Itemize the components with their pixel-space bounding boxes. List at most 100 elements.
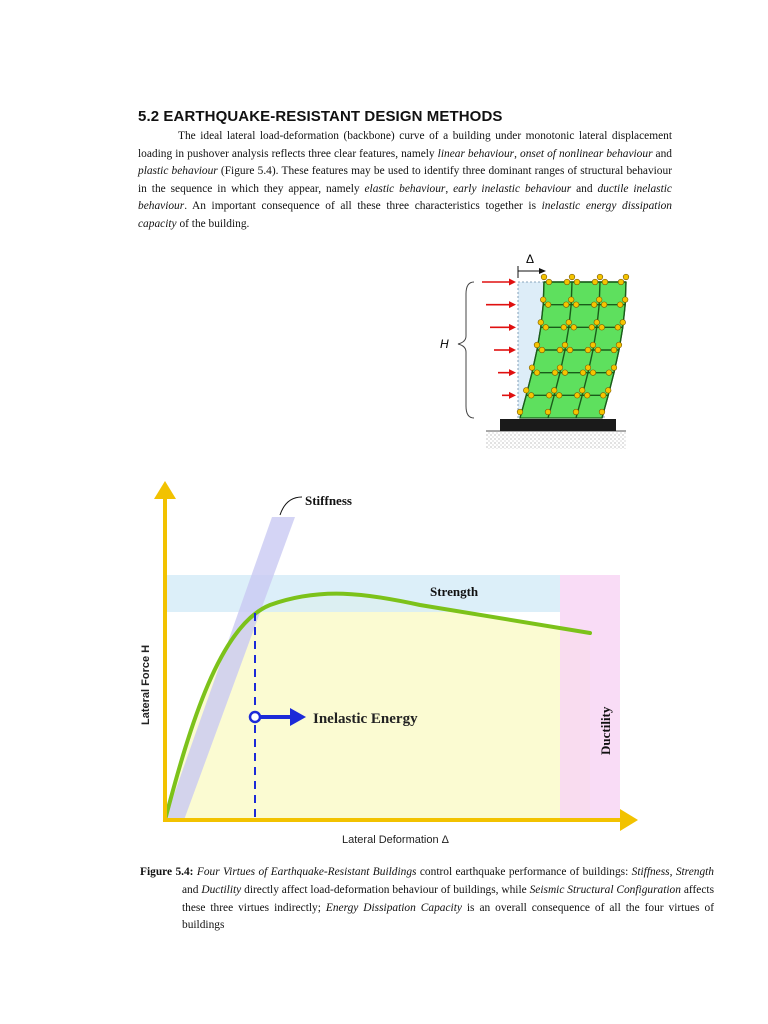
plastic-hinge — [589, 369, 597, 376]
plastic-hinge — [573, 278, 581, 286]
plastic-hinge — [551, 369, 559, 376]
caption-run: affects these three virtues indirectly; — [182, 883, 714, 914]
plastic-hinge — [589, 341, 597, 349]
load-arrow-head — [509, 391, 516, 399]
plastic-hinge — [574, 392, 581, 399]
paragraph-run: inelastic energy dissipation capacity — [138, 200, 673, 230]
plastic-hinge — [556, 392, 563, 399]
plastic-hinge — [544, 408, 552, 416]
figure-caption: Figure 5.4: Four Virtues of Earthquake-R… — [140, 864, 714, 935]
plastic-hinge — [533, 341, 541, 349]
caption-run: Stiffness, Strength — [631, 866, 715, 878]
plastic-hinge — [610, 346, 618, 354]
plastic-hinge — [594, 346, 602, 354]
plastic-hinge — [568, 296, 575, 303]
body-paragraph: The ideal lateral load-deformation (back… — [138, 128, 672, 234]
plastic-hinge — [598, 324, 605, 331]
plastic-hinge — [579, 369, 587, 376]
plastic-hinge — [560, 324, 567, 331]
plastic-hinge — [605, 387, 612, 394]
section-heading: 5.2 EARTHQUAKE-RESISTANT DESIGN METHODS — [138, 108, 503, 125]
paragraph-run: , — [514, 147, 520, 160]
plastic-hinge — [614, 324, 621, 331]
paragraph-run: (Figure 5.4). These features may be used… — [138, 165, 672, 195]
plastic-hinge — [572, 408, 580, 416]
plastic-hinge — [584, 364, 592, 371]
caption-run: and — [182, 883, 202, 896]
plastic-hinge — [568, 273, 576, 281]
energy-area — [165, 593, 590, 820]
caption-run: control earthquake performance of buildi… — [416, 866, 632, 878]
plastic-hinge — [556, 346, 564, 354]
caption-run: directly affect load-deformation behavio… — [241, 883, 530, 896]
plastic-hinge — [537, 319, 544, 326]
paragraph-run: ductile inelastic behaviour — [138, 182, 672, 213]
plastic-hinge — [542, 324, 549, 331]
y-axis-label: Lateral Force H — [140, 645, 152, 725]
plastic-hinge — [546, 392, 553, 399]
load-arrow-head — [509, 369, 516, 377]
paragraph-run: elastic behaviour — [364, 182, 446, 195]
plastic-hinge — [596, 273, 604, 281]
plastic-hinge — [596, 296, 603, 303]
energy-arrow-head — [290, 708, 306, 726]
stiffness-label: Stiffness — [305, 493, 352, 508]
plastic-hinge — [591, 278, 599, 286]
paragraph-run: plastic behaviour — [138, 165, 218, 178]
plastic-hinge — [561, 341, 569, 349]
load-arrow-head — [509, 323, 516, 331]
paragraph-run: of the building. — [176, 217, 250, 230]
y-axis-arrow — [154, 481, 176, 499]
plastic-hinge — [563, 278, 571, 286]
plastic-hinge — [545, 278, 553, 286]
energy-label: Inelastic Energy — [313, 711, 418, 727]
plastic-hinge — [622, 273, 630, 281]
paragraph-run: onset of nonlinear behaviour — [520, 147, 653, 160]
foundation — [500, 419, 616, 431]
plastic-hinge — [617, 278, 625, 286]
load-arrow-head — [509, 346, 516, 354]
load-arrow-head — [509, 278, 516, 286]
plastic-hinge — [540, 296, 547, 303]
caption-run: Seismic Structural Configuration — [529, 883, 681, 896]
ductility-label: Ductility — [598, 706, 613, 755]
plastic-hinge — [598, 408, 606, 416]
paragraph-run: and — [652, 147, 673, 160]
plastic-hinge — [528, 364, 536, 371]
plastic-hinge — [570, 324, 577, 331]
plastic-hinge — [551, 387, 558, 394]
caption-label: Figure 5.4: — [140, 866, 194, 878]
plastic-hinge — [561, 369, 569, 376]
plastic-hinge — [528, 392, 535, 399]
plastic-hinge — [605, 369, 613, 376]
paragraph-run: The ideal lateral load-deformation (back… — [138, 130, 672, 160]
paragraph-run: early inelastic behaviour — [453, 182, 572, 195]
plastic-hinge — [565, 319, 572, 326]
plastic-hinge — [540, 273, 548, 281]
paragraph-run: linear behaviour — [437, 147, 515, 160]
caption-run: Four Virtues of Earthquake-Resistant Bui… — [196, 866, 417, 878]
plastic-hinge — [588, 324, 595, 331]
plastic-hinge — [579, 387, 586, 394]
plastic-hinge — [584, 392, 591, 399]
plastic-hinge — [617, 301, 624, 308]
plastic-hinge — [523, 387, 530, 394]
plastic-hinge — [591, 301, 598, 308]
plastic-hinge — [516, 408, 524, 416]
plastic-hinge — [533, 369, 541, 376]
deformed-frame — [516, 273, 630, 419]
height-brace — [457, 281, 475, 419]
paragraph-run: , — [445, 182, 454, 195]
height-label: H — [440, 337, 449, 351]
ground-soil — [486, 431, 626, 449]
caption-run: Energy Dissipation Capacity — [325, 901, 462, 914]
plastic-hinge — [601, 278, 609, 286]
caption-run: Ductility — [201, 883, 242, 896]
plastic-hinge — [622, 296, 629, 303]
caption-run: is an overall consequence of all the fou… — [182, 901, 714, 932]
x-axis-label: Lateral Deformation Δ — [342, 834, 450, 846]
backbone-curve — [163, 591, 592, 822]
plastic-hinge — [610, 364, 618, 371]
plastic-hinge — [563, 301, 570, 308]
plastic-hinge — [601, 301, 608, 308]
